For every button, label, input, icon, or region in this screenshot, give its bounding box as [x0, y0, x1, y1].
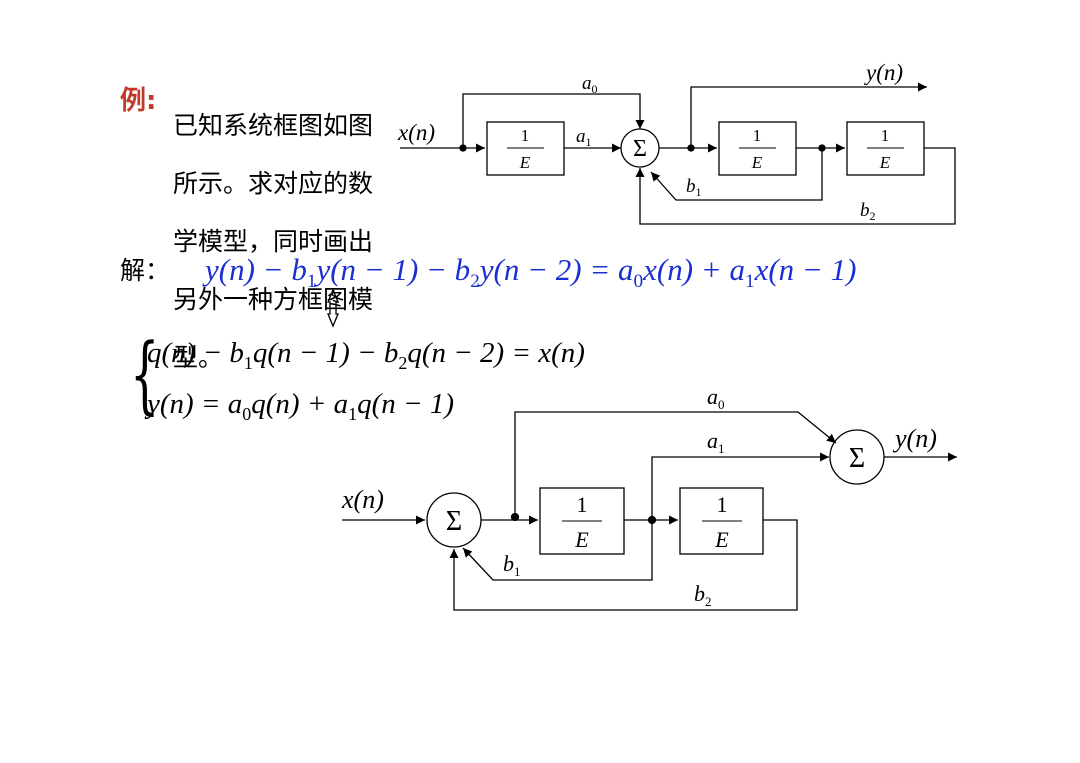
- svg-text:1: 1: [753, 126, 762, 145]
- output-arrow: [690, 82, 927, 148]
- solution-label: 解：: [120, 256, 171, 285]
- b2-feedback: [449, 519, 798, 611]
- sum-symbol: Σ: [633, 136, 647, 162]
- b2-feedback: [635, 147, 956, 225]
- svg-text:1: 1: [577, 492, 588, 517]
- svg-text:1: 1: [881, 126, 890, 145]
- delay-block-1: [539, 487, 625, 555]
- a0-path: [514, 411, 837, 517]
- equation-system-brace: {: [130, 325, 160, 423]
- equivalence-arrow: [327, 288, 339, 328]
- problem-line: 所示。求对应的数: [173, 169, 374, 198]
- problem-line: 另外一种方框图模: [173, 285, 374, 314]
- output-label: y(n): [892, 424, 937, 453]
- problem-line: 型。: [173, 343, 224, 372]
- a0-label: a0: [582, 73, 598, 96]
- svg-text:E: E: [879, 153, 891, 172]
- b1-label: b1: [686, 176, 702, 199]
- a0-label: a0: [707, 384, 725, 412]
- output-label: y(n): [864, 60, 903, 85]
- b1-feedback: [462, 520, 653, 581]
- svg-text:E: E: [751, 153, 763, 172]
- a0-path: [462, 93, 645, 148]
- a1-path: [651, 452, 829, 520]
- input-label: x(n): [397, 120, 435, 145]
- svg-text:E: E: [714, 527, 729, 552]
- svg-text:1: 1: [521, 126, 530, 145]
- alternative-diagram-labels: x(n) y(n) a0 a1 b1 b2 Σ Σ 1 E 1 E: [341, 384, 937, 609]
- b1-label: b1: [503, 551, 521, 579]
- original-diagram-labels: x(n) y(n) a0 a1 b1 b2 Σ 1 E 1 E 1 E: [397, 60, 903, 223]
- problem-statement: 已知系统框图如图 所示。求对应的数 学模型，同时画出 另外一种方框图模 型。: [173, 82, 401, 401]
- problem-line: 已知系统框图如图: [173, 111, 374, 140]
- input-label: x(n): [341, 485, 384, 514]
- example-label: 例:: [120, 86, 157, 116]
- sum-symbol: Σ: [849, 443, 865, 474]
- state-equation-2: y(n) = a0q(n) + a1q(n − 1): [147, 387, 455, 424]
- b2-label: b2: [860, 200, 876, 223]
- delay-block-2: [679, 487, 764, 555]
- a1-label: a1: [576, 126, 592, 149]
- state-equations: q(n) − b1q(n − 1) − b2q(n − 2) = x(n) y(…: [147, 333, 585, 435]
- original-block-diagram: [400, 82, 956, 225]
- b2-label: b2: [694, 581, 712, 609]
- svg-text:E: E: [519, 153, 531, 172]
- sum-symbol: Σ: [446, 506, 462, 537]
- state-equation-1: q(n) − b1q(n − 1) − b2q(n − 2) = x(n): [147, 337, 585, 373]
- svg-text:1: 1: [717, 492, 728, 517]
- a1-label: a1: [707, 428, 725, 456]
- alternative-block-diagram: [342, 411, 957, 611]
- svg-text:E: E: [574, 527, 589, 552]
- problem-line: 学模型，同时画出: [173, 227, 374, 256]
- b1-feedback: [650, 148, 823, 201]
- difference-equation: y(n) − b1y(n − 1) − b2y(n − 2) = a0x(n) …: [205, 252, 857, 293]
